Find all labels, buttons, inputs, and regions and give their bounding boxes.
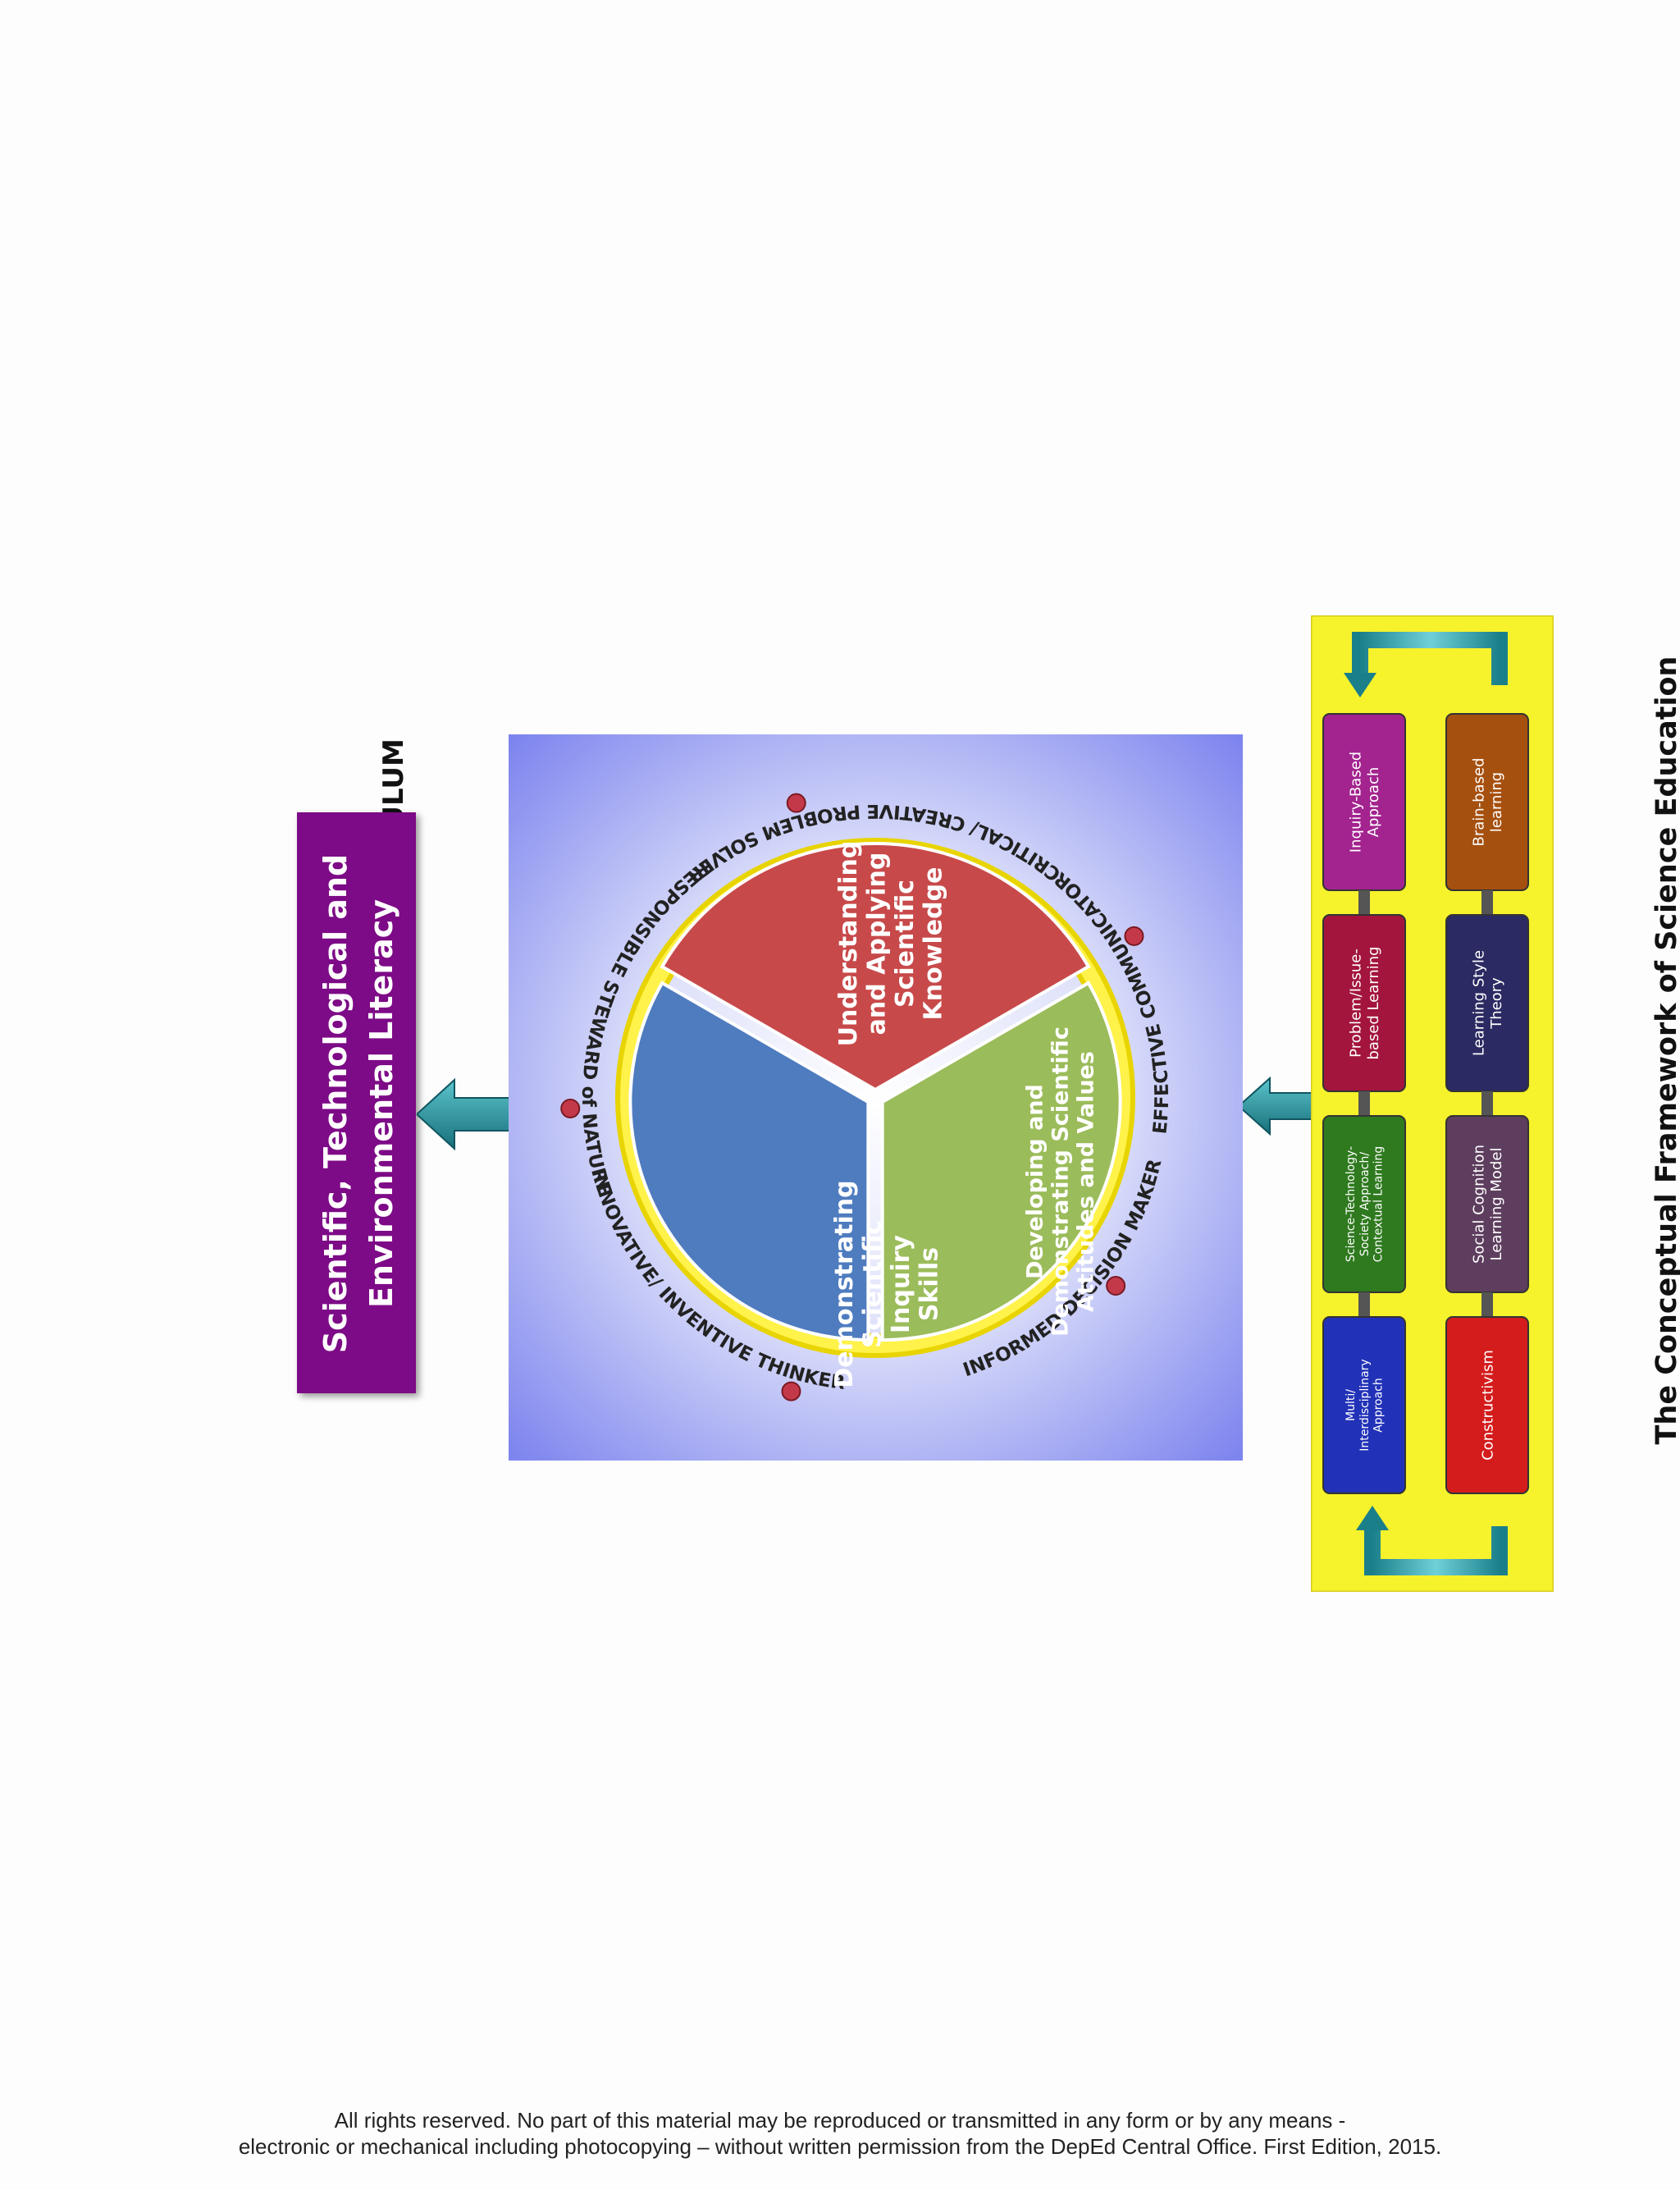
sector-label-line: Skills (915, 1247, 943, 1321)
framework-box-line: based Learning (1365, 946, 1382, 1059)
framework-connector (1481, 1091, 1493, 1116)
arrow-left-icon (417, 1077, 512, 1151)
framework-connector (1358, 890, 1370, 915)
framework-box-line: Brain-based (1471, 757, 1488, 846)
framework-box-line: Theory (1488, 977, 1505, 1030)
sector-label-line: Demonstrating (830, 1180, 859, 1388)
outcome-dot (786, 793, 806, 813)
loop-arrow-bottom-icon (1364, 1526, 1508, 1575)
framework-box-label: Learning StyleTheory (1471, 950, 1506, 1056)
footer-line-2: electronic or mechanical including photo… (238, 2134, 1442, 2159)
sector-label: DemonstratingScientificInquirySkills (830, 1180, 944, 1388)
footer: All rights reserved. No part of this mat… (0, 2107, 1680, 2160)
framework-box-line: Interdisciplinary (1358, 1359, 1372, 1451)
loop-arrow-top-icon (1352, 632, 1508, 685)
framework-box-line: learning (1488, 772, 1505, 832)
framework-box-label: Problem/Issue-based Learning (1348, 946, 1383, 1059)
framework-title: The Conceptual Framework of Science Educ… (1650, 656, 1680, 1445)
outcome-dot (560, 1098, 581, 1118)
arrow-middle-icon (1239, 1076, 1314, 1136)
framework-box-line: Society Approach/ (1358, 1152, 1372, 1256)
framework-box-line: Constructivism (1479, 1350, 1496, 1461)
framework-box-line: Social Cognition (1471, 1145, 1488, 1264)
framework-box-label: Constructivism (1479, 1350, 1496, 1461)
framework-box-line: Learning Model (1488, 1148, 1505, 1261)
framework-panel: Inquiry-BasedApproachProblem/Issue-based… (1311, 615, 1554, 1592)
literacy-line-2: Environmental Literacy (363, 898, 399, 1309)
literacy-label: Scientific, Technological and Environmen… (305, 816, 412, 1391)
framework-connector (1481, 1292, 1493, 1317)
framework-connector (1481, 890, 1493, 915)
framework-box (1445, 1316, 1529, 1494)
framework-box (1322, 1316, 1406, 1494)
sector-label-line: Scientific (858, 1220, 887, 1348)
sector-label-line: and Applying (862, 853, 891, 1036)
sector-label-line: Attitudes and Values (1074, 1051, 1099, 1312)
framework-box-label: Social CognitionLearning Model (1471, 1145, 1506, 1264)
sector-label: Developing andDemonstrating ScientificAt… (1022, 1026, 1098, 1337)
wheel-sector-3 (880, 981, 1122, 1342)
framework-box-label: Brain-basedlearning (1471, 757, 1506, 846)
framework-box-label: Multi/InterdisciplinaryApproach (1344, 1359, 1386, 1451)
wheel-sector-2 (660, 841, 1091, 1092)
framework-box-line: Approach (1372, 1378, 1386, 1433)
framework-box-line: Inquiry-Based (1348, 752, 1365, 853)
literacy-line-1: Scientific, Technological and (317, 853, 354, 1354)
footer-line-1: All rights reserved. No part of this mat… (334, 2108, 1346, 2133)
sector-label-line: Knowledge (919, 867, 947, 1021)
framework-box-line: Approach (1365, 767, 1382, 838)
sector-label-line: Developing and (1022, 1084, 1048, 1279)
outcome-dot (1124, 926, 1144, 946)
framework-box-label: Science-Technology-Society Approach/Cont… (1344, 1146, 1386, 1262)
outcome-dot (781, 1381, 801, 1401)
framework-box-line: Learning Style (1471, 950, 1488, 1056)
loop-arrowhead-top-icon (1344, 673, 1376, 697)
science-wheel: RESPONSIBLE STEWARD of NATUREINNOVATIVE/… (509, 734, 1243, 1461)
framework-connector (1358, 1292, 1370, 1317)
framework-box-line: Contextual Learning (1372, 1146, 1386, 1262)
framework-box-line: Science-Technology- (1344, 1146, 1358, 1262)
sector-label-line: Understanding (834, 841, 863, 1047)
framework-box-line: Multi/ (1344, 1389, 1358, 1421)
framework-box-label: Inquiry-BasedApproach (1348, 752, 1383, 853)
sector-label-line: Inquiry (887, 1235, 915, 1333)
sector-label-line: Demonstrating Scientific (1048, 1026, 1073, 1337)
sector-label: Understandingand ApplyingScientificKnowl… (834, 841, 948, 1047)
literacy-box: Scientific, Technological and Environmen… (297, 812, 416, 1393)
wheel-sector-1 (628, 981, 870, 1342)
framework-box-line: Problem/Issue- (1348, 949, 1365, 1058)
loop-arrowhead-bottom-icon (1356, 1506, 1389, 1530)
framework-connector (1358, 1091, 1370, 1116)
sector-label-line: Scientific (891, 880, 920, 1008)
outcome-dot (1106, 1276, 1126, 1296)
